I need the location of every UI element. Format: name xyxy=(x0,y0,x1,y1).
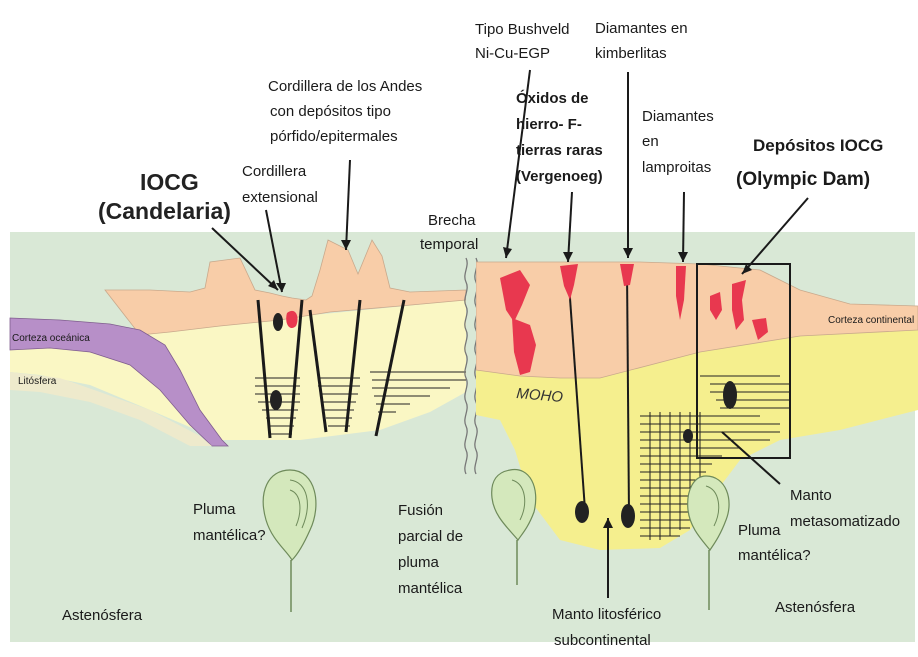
label-dk-1: Diamantes en xyxy=(595,20,688,37)
label-cordillera-andes: Cordillera de los Andes con depósitos ti… xyxy=(268,78,426,145)
label-andes-2: con depósitos tipo xyxy=(270,103,391,120)
label-oxidos-hierro: Óxidos de hierro- F- tierras raras (Verg… xyxy=(516,89,607,185)
label-andes-1: Cordillera de los Andes xyxy=(268,78,422,95)
intrusion-right-3 xyxy=(683,429,693,443)
label-corteza-continental: Corteza continental xyxy=(828,315,914,326)
label-andes-3: pórfido/epitermales xyxy=(270,128,398,145)
label-tipo-bushveld: Tipo Bushveld Ni-Cu-EGP xyxy=(475,21,574,62)
label-mm-2: metasomatizado xyxy=(790,513,900,530)
label-litosfera: Litósfera xyxy=(18,376,57,387)
label-brecha-1: Brecha xyxy=(428,212,476,229)
label-ox-4: (Vergenoeg) xyxy=(516,168,603,185)
label-dep-1: Depósitos IOCG xyxy=(753,136,883,155)
label-fp-4: mantélica xyxy=(398,580,463,597)
label-diamantes-lamproitas: Diamantes en lamproitas xyxy=(642,108,718,176)
label-dl-3: lamproitas xyxy=(642,159,711,176)
label-brecha-2: temporal xyxy=(420,236,478,253)
intrusion-left-2 xyxy=(270,390,282,410)
label-pd-1: Pluma xyxy=(738,522,781,539)
label-fp-2: parcial de xyxy=(398,528,463,545)
label-cordillera-extensional: Cordillera extensional xyxy=(242,163,318,206)
label-dk-2: kimberlitas xyxy=(595,45,667,62)
label-corteza-oceanica: Corteza oceánica xyxy=(12,333,90,344)
label-dep-2: (Olympic Dam) xyxy=(736,169,870,190)
label-bushveld-2: Ni-Cu-EGP xyxy=(475,45,550,62)
label-ox-2: hierro- F- xyxy=(516,116,582,133)
label-ox-1: Óxidos de xyxy=(516,89,589,107)
label-pd-2: mantélica? xyxy=(738,547,811,564)
label-iocg-1: IOCG xyxy=(140,169,199,195)
label-cext-2: extensional xyxy=(242,189,318,206)
label-ox-3: tierras raras xyxy=(516,142,603,159)
label-cext-1: Cordillera xyxy=(242,163,307,180)
label-ml-1: Manto litosférico xyxy=(552,606,661,623)
label-dl-1: Diamantes xyxy=(642,108,714,125)
label-diamantes-kimberlitas: Diamantes en kimberlitas xyxy=(595,20,692,62)
label-astenosfera-der: Astenósfera xyxy=(775,599,856,616)
label-dl-2: en xyxy=(642,133,659,150)
label-mm-1: Manto xyxy=(790,487,832,504)
label-depositos-iocg: Depósitos IOCG (Olympic Dam) xyxy=(736,136,887,190)
label-bushveld-1: Tipo Bushveld xyxy=(475,21,570,38)
label-iocg-candelaria: IOCG (Candelaria) xyxy=(98,169,231,224)
label-fp-3: pluma xyxy=(398,554,440,571)
label-pi-1: Pluma xyxy=(193,501,236,518)
label-astenosfera-izq: Astenósfera xyxy=(62,607,143,624)
magma-left xyxy=(286,311,297,328)
intrusion-right-2 xyxy=(621,504,635,528)
intrusion-left-1 xyxy=(273,313,283,331)
intrusion-right-4 xyxy=(723,381,737,409)
label-pi-2: mantélica? xyxy=(193,527,266,544)
label-ml-2: subcontinental xyxy=(554,632,651,649)
intrusion-right-1 xyxy=(575,501,589,523)
label-fp-1: Fusión xyxy=(398,502,443,519)
label-iocg-2: (Candelaria) xyxy=(98,198,231,224)
